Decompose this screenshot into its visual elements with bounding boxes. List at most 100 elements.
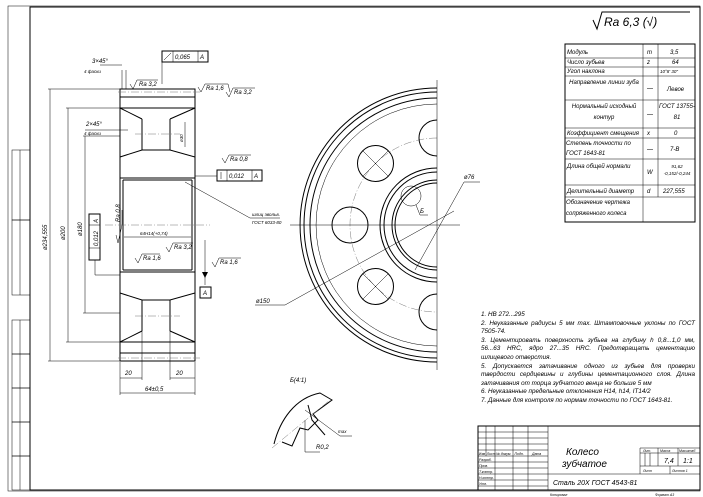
roughness-ra16-top: Ra 1,6	[206, 86, 224, 92]
spline-width-dim: 64H14(+0,74)	[140, 231, 168, 236]
datum-ref: A	[199, 55, 204, 61]
title-block: Изм Лист № докум. Подп. Дата Разраб. Про…	[477, 425, 701, 497]
param-symbol: m	[647, 50, 652, 56]
col-list: Лист	[486, 452, 496, 456]
perp-value: 0,012	[94, 230, 100, 246]
format-label: Формат А3	[655, 493, 674, 497]
param-name: Делительный диаметр	[566, 188, 635, 195]
param-value: 91,62 -0,152/-0,244	[663, 164, 691, 176]
outer-diameter-dim: ø234,555	[43, 224, 49, 250]
param-symbol: d	[647, 189, 651, 195]
roughness-ra08-bore: Ra 0,8	[116, 204, 122, 222]
roughness-ra08: Ra 0,8	[230, 157, 248, 163]
spline-leader: шлиц эвольв. ГОСТ 6033-80	[184, 181, 282, 225]
param-symbol: W	[647, 170, 654, 176]
col-izm: Изм	[479, 452, 486, 456]
param-value: 3,5	[670, 50, 679, 56]
param-value: 7-В	[670, 147, 679, 153]
chamfer-1-note: 4 фаски	[84, 69, 101, 74]
left-margin-boxes	[11, 149, 31, 491]
note: 2. Неуказанные радиусы 5 мм max. Штампов…	[481, 319, 695, 336]
perp-value: 0,012	[229, 174, 245, 180]
roughness-marks	[115, 79, 255, 268]
scale-value: 1:1	[683, 458, 693, 465]
width-64-dim: 64±0,5	[145, 387, 164, 393]
max-label: max	[338, 429, 347, 434]
detail-b-label: Б(4:1)	[290, 378, 306, 384]
sheet-label: Лист	[642, 469, 652, 473]
width-20-left-dim: 20	[124, 371, 132, 377]
datum-ref: A	[94, 219, 100, 224]
datum-a-marker: A	[199, 240, 212, 299]
runout-value: 0,065	[175, 55, 191, 61]
note: 5. Допускается затачивание одного из зуб…	[481, 362, 695, 387]
param-value: ГОСТ 13755-81	[659, 104, 695, 121]
part-name: Колесо	[566, 447, 599, 458]
param-symbol: x	[646, 131, 651, 137]
mass-label: Масса	[660, 449, 670, 453]
param-name: Коэффициент смещения	[567, 131, 640, 137]
spline-note: шлиц эвольв.	[252, 212, 280, 217]
detail-b: Б(4:1) max R0,2	[271, 378, 352, 453]
param-value: 227,555	[662, 189, 685, 195]
param-name: Угол наклона	[566, 69, 605, 75]
param-name: Обозначение чертежа сопряженного колеса	[566, 200, 630, 217]
material: Сталь 20Х ГОСТ 4543-81	[553, 480, 637, 487]
note: 3. Цементировать поверхность зубьев на г…	[481, 336, 695, 361]
roughness-ra16-bore: Ra 1,6	[143, 256, 161, 262]
copied-label: Копировал	[550, 493, 567, 497]
spline-standard: ГОСТ 6033-80	[252, 220, 282, 225]
roughness-ra32-top: Ra 3,2	[139, 82, 157, 88]
param-name: Степень точности по ГОСТ 1643-81	[566, 141, 631, 157]
datum-a-label: A	[202, 291, 207, 297]
mass-value: 7,4	[664, 458, 674, 465]
section-dimensions	[48, 64, 196, 395]
param-value: 10°8' 30"	[660, 69, 678, 74]
col-date: Дата	[531, 452, 541, 456]
diameter-150-dim: ø150	[256, 299, 270, 305]
perpendicularity-frame-vertical: 0,012 A	[88, 213, 120, 276]
param-symbol: —	[646, 112, 654, 118]
col-sign: Подп.	[515, 452, 524, 456]
part-name-2: зубчатое	[561, 458, 607, 470]
param-symbol: —	[646, 86, 654, 92]
note: 6. Неуказанные предельные отклонения H14…	[481, 388, 651, 396]
lit-label: Лит.	[642, 449, 651, 453]
chamfer-2-note: 4 фаски	[84, 131, 101, 136]
roughness-ra32-bore: Ra 3,2	[174, 245, 192, 251]
note: 1. НВ 272...295	[481, 311, 525, 318]
param-name: Длина общей нормали	[566, 163, 631, 170]
diameter-180-dim: ø180	[78, 222, 84, 236]
row-razrab: Разраб.	[479, 458, 492, 462]
technical-requirements: 1. НВ 272...295 2. Неуказанные радиусы 5…	[481, 311, 695, 406]
col-doc: № докум.	[496, 452, 511, 456]
param-symbol: —	[646, 147, 654, 153]
datum-ref: A	[253, 174, 258, 180]
general-roughness-text: Ra 6,3 (√)	[604, 15, 657, 29]
note: 7. Данные для контроля по нормам точност…	[481, 396, 673, 404]
width-20-right-dim: 20	[175, 371, 183, 377]
sheets-label: Листов 1	[671, 469, 688, 473]
chamfer-1-label: 3×45°	[92, 59, 109, 65]
roughness-ra32-right: Ra 3,2	[234, 90, 252, 96]
row-utv: Утв.	[479, 482, 487, 486]
row-nkontr: Н.контр.	[479, 476, 494, 480]
param-value: 64	[672, 60, 679, 66]
param-symbol: z	[646, 60, 650, 66]
hole-diameter-dim: ø30	[179, 134, 184, 142]
diameter-200-dim: ø200	[61, 226, 67, 240]
gear-front-view: Б ø76 ø150	[255, 80, 480, 370]
scale-label: Масштаб	[679, 449, 696, 453]
diameter-76-dim: ø76	[464, 175, 475, 181]
param-name: Число зубьев	[567, 60, 605, 66]
param-name: Нормальный исходный контур	[571, 104, 637, 121]
param-value: 0	[674, 131, 678, 137]
row-tkontr: Т.контр.	[479, 470, 493, 474]
param-value: Левое	[666, 87, 685, 93]
chamfer-2-label: 2×45°	[85, 122, 103, 128]
roughness-ra16-right: Ra 1,6	[220, 260, 238, 266]
radius-r02-label: R0,2	[316, 445, 329, 451]
view-b-label: Б	[420, 209, 424, 215]
